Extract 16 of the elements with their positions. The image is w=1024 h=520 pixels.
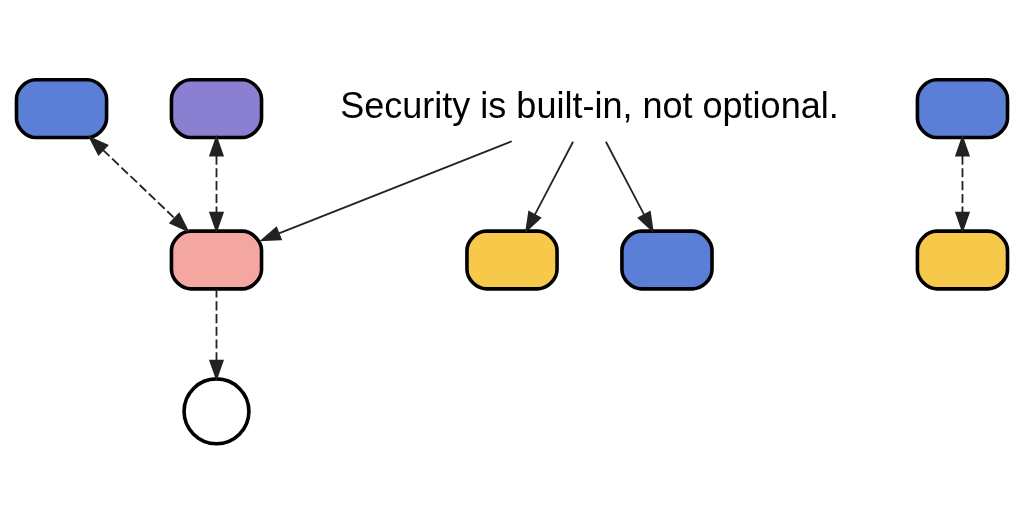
node-text: Security is built-in, not optional. <box>340 84 839 126</box>
arrow <box>605 140 654 234</box>
node-box <box>620 229 714 291</box>
arrow <box>525 140 574 234</box>
arrow <box>208 288 225 382</box>
node-box <box>465 229 559 291</box>
node-box <box>169 229 264 291</box>
node-box <box>915 229 1010 291</box>
node-box <box>169 78 264 140</box>
node-box <box>14 78 109 140</box>
node-box <box>915 78 1010 140</box>
node-circle <box>182 377 251 446</box>
arrow <box>259 140 513 242</box>
arrow <box>954 134 971 234</box>
arrow <box>87 135 190 233</box>
arrow <box>208 134 225 234</box>
